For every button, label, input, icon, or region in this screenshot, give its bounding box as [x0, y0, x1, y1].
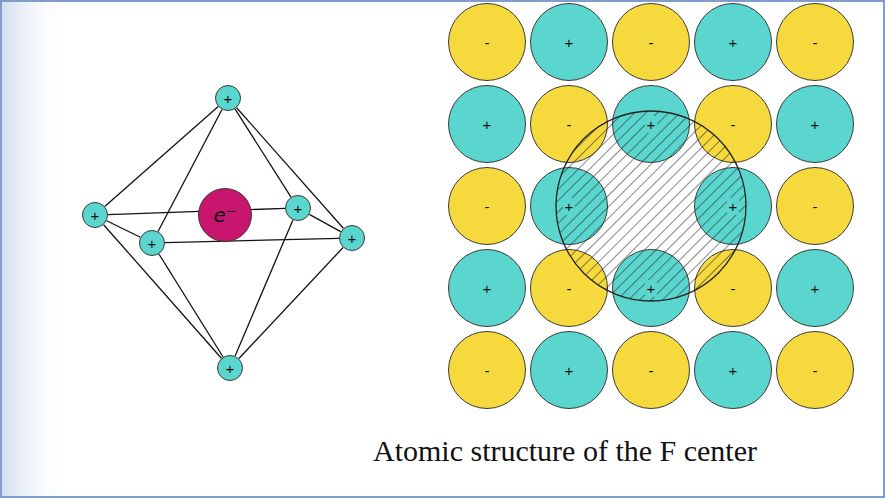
ion-circle: - [612, 331, 690, 409]
ion-circle: - [776, 3, 854, 81]
ion-circle: - [776, 167, 854, 245]
ion-circle: + [217, 355, 243, 381]
ion-circle: + [694, 167, 772, 245]
octahedron-edge [235, 109, 291, 197]
ion-circle: + [776, 85, 854, 163]
ion-charge: + [809, 280, 822, 297]
ion-charge: - [729, 280, 738, 297]
ion-circle: + [285, 195, 311, 221]
ion-charge: + [727, 362, 740, 379]
ion-circle: - [694, 85, 772, 163]
ion-charge: + [89, 207, 102, 224]
electron-label: e⁻ [212, 204, 239, 226]
electron-cloud-hatch [556, 111, 746, 301]
ion-circle: + [530, 167, 608, 245]
ion-circle: + [776, 249, 854, 327]
octahedron-edge [165, 238, 339, 242]
ion-charge: + [292, 200, 305, 217]
ion-circle: + [139, 230, 165, 256]
octahedron-edge [105, 107, 218, 207]
ion-circle: + [448, 249, 526, 327]
ion-charge: + [346, 230, 359, 247]
slide-fade [0, 0, 70, 498]
ion-circle: + [339, 225, 365, 251]
ion-charge: + [222, 90, 235, 107]
ion-charge: - [647, 362, 656, 379]
octahedron-edge [309, 214, 340, 231]
ion-circle: + [82, 202, 108, 228]
ion-circle: + [694, 3, 772, 81]
ion-charge: - [729, 116, 738, 133]
ion-charge: - [483, 198, 492, 215]
ion-charge: - [483, 362, 492, 379]
ion-circle: - [448, 167, 526, 245]
ion-charge: + [563, 362, 576, 379]
ion-charge: + [481, 116, 494, 133]
ion-charge: + [645, 116, 658, 133]
caption: Atomic structure of the F center [373, 434, 757, 468]
ion-circle: - [530, 85, 608, 163]
ion-charge: - [811, 198, 820, 215]
octahedron-edge [159, 254, 223, 357]
ion-circle: - [530, 249, 608, 327]
ion-circle: - [776, 331, 854, 409]
ion-charge: - [811, 362, 820, 379]
ion-charge: + [224, 360, 237, 377]
ion-charge: + [727, 34, 740, 51]
ion-charge: - [565, 116, 574, 133]
ion-charge: - [483, 34, 492, 51]
ion-charge: + [481, 280, 494, 297]
octahedron-edge [107, 221, 141, 238]
ion-charge: - [565, 280, 574, 297]
ion-circle: - [448, 331, 526, 409]
ion-charge: + [645, 280, 658, 297]
ion-circle: + [694, 331, 772, 409]
ion-circle: - [694, 249, 772, 327]
ion-charge: + [563, 198, 576, 215]
ion-charge: - [811, 34, 820, 51]
ion-circle: + [530, 3, 608, 81]
octahedron-edge [104, 225, 222, 359]
ion-circle: + [530, 331, 608, 409]
octahedron-edge [239, 247, 343, 358]
ion-circle: + [612, 249, 690, 327]
electron: e⁻ [198, 188, 252, 242]
ion-charge: + [563, 34, 576, 51]
ion-circle: + [215, 85, 241, 111]
octahedron-edge [108, 208, 285, 214]
ion-circle: + [448, 85, 526, 163]
ion-charge: - [647, 34, 656, 51]
ion-charge: + [727, 198, 740, 215]
ion-circle: + [612, 85, 690, 163]
ion-charge: + [146, 235, 159, 252]
ion-circle: - [612, 3, 690, 81]
ion-circle: - [448, 3, 526, 81]
ion-charge: + [809, 116, 822, 133]
